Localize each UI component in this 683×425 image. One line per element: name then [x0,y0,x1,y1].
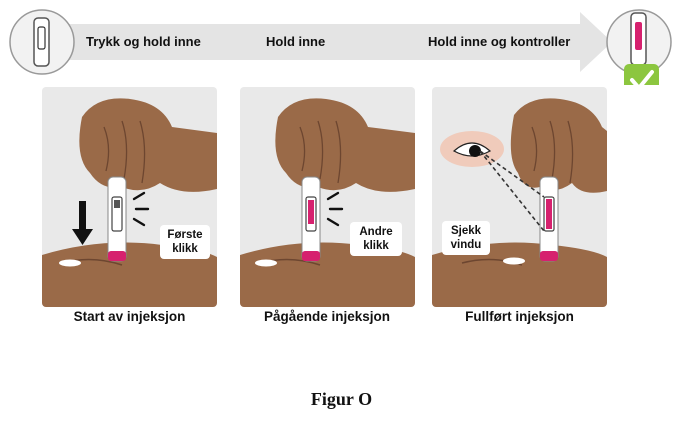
panel-completed-injection: Sjekk vindu [432,87,607,307]
caption-start-injection: Start av injeksjon [73,309,186,324]
push-arrow-icon [79,201,86,231]
callout-line: klikk [172,243,198,255]
band-label-hold: Hold inne [266,34,326,49]
check-window-callout: Sjekk vindu [442,221,490,255]
callout-line: Andre [359,226,393,238]
click-lines-icon [326,191,344,227]
band-label-press-hold: Trykk og hold inne [86,34,201,49]
callout-line: Sjekk [450,225,482,237]
panel-start-injection: Første klikk [42,87,217,307]
progress-arrow [9,9,672,85]
band-label-hold-check: Hold inne og kontroller [428,34,571,49]
completed-injection-illustration [432,98,607,307]
cotton-swab [503,257,525,265]
second-click-callout: Andre klikk [350,222,402,256]
start-injection-illustration [42,98,217,307]
figure-title: Figur O [310,389,373,409]
sight-lines [479,150,545,232]
callout-line: Første [167,229,203,241]
cotton-swab [255,259,277,267]
ongoing-injection-illustration [240,98,415,307]
callout-line: klikk [363,240,389,252]
cotton-swab [59,259,81,267]
progress-band: Trykk og hold inne Hold inne Hold inne o… [0,0,683,85]
panel-ongoing-injection: Andre klikk [240,87,415,307]
first-click-callout: Første klikk [160,225,210,259]
click-lines-icon [132,191,150,227]
caption-ongoing-injection: Pågående injeksjon [263,309,391,324]
caption-completed-injection: Fullført injeksjon [465,309,574,324]
callout-line: vindu [450,239,482,251]
